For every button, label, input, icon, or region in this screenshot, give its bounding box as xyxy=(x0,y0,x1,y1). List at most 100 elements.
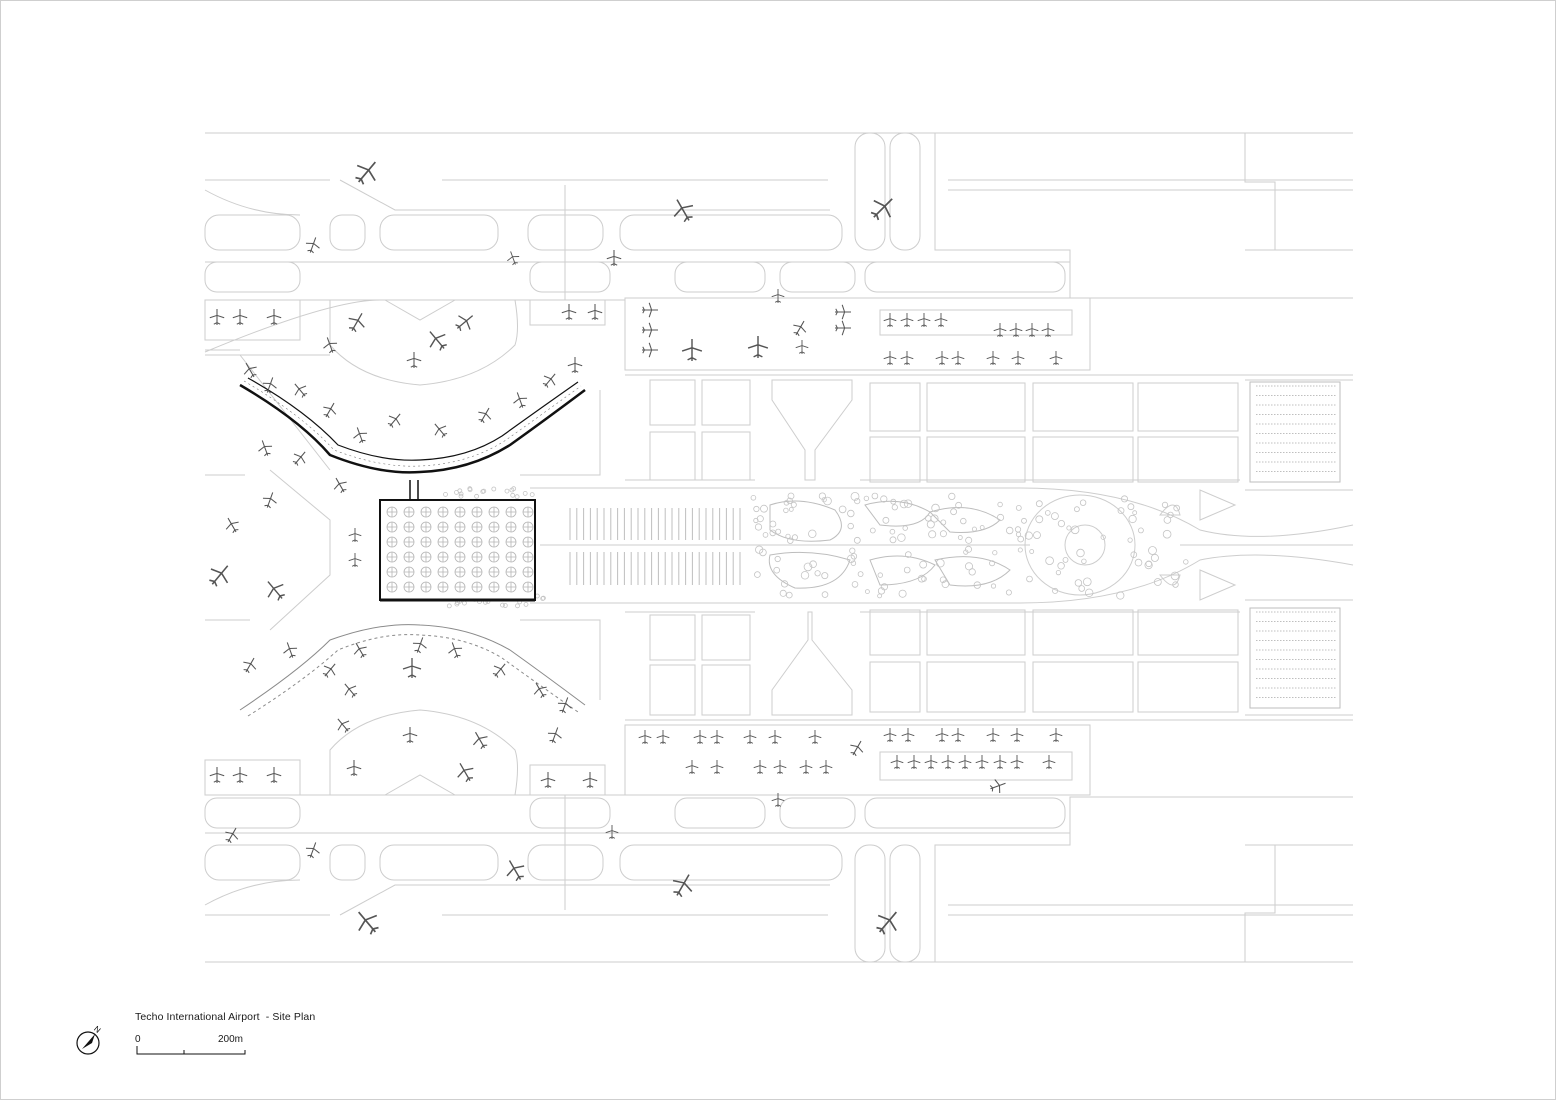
aircraft-icon xyxy=(958,755,972,769)
park-ponds xyxy=(768,500,1011,589)
aircraft-icon xyxy=(799,760,813,774)
aircraft-icon xyxy=(457,763,474,783)
aircraft-icon xyxy=(567,356,583,374)
park-trees xyxy=(443,486,1189,609)
aircraft-icon xyxy=(605,825,619,839)
scale-start-label: 0 xyxy=(135,1034,141,1045)
aircraft-icon xyxy=(209,766,225,784)
runway-network xyxy=(204,132,1353,963)
aircraft-icon xyxy=(768,730,782,744)
aircraft-icon xyxy=(243,362,257,379)
aircraft-icon xyxy=(387,413,401,428)
aircraft-icon xyxy=(353,642,367,659)
aircraft-icon xyxy=(693,730,707,744)
aircraft-icon xyxy=(561,303,577,321)
aircraft-icon xyxy=(681,338,703,362)
aircraft-icon xyxy=(641,342,659,358)
aircraft-icon xyxy=(901,728,915,742)
aircraft-icon xyxy=(975,755,989,769)
south-apron xyxy=(204,555,606,796)
aircraft-icon xyxy=(656,730,670,744)
aircraft-icon xyxy=(305,842,320,859)
aircraft-icon xyxy=(883,351,897,365)
aircraft-icon xyxy=(638,730,652,744)
aircraft-icon xyxy=(1010,728,1024,742)
aircraft-icon xyxy=(587,303,603,321)
aircraft-icon xyxy=(266,766,282,784)
aircraft-icon xyxy=(883,728,897,742)
aircraft-icon xyxy=(348,313,365,333)
scale-end-label: 200m xyxy=(218,1034,244,1045)
plan-title: Techo International Airport - Site Plan xyxy=(135,1011,316,1023)
aircraft-icon xyxy=(1041,323,1055,337)
north-pier xyxy=(239,377,586,474)
aircraft-icon xyxy=(283,642,298,659)
aircraft-icon xyxy=(989,779,1006,794)
aircraft-icon xyxy=(323,402,337,419)
aircraft-icon xyxy=(935,728,949,742)
aircraft-icon xyxy=(907,755,921,769)
aircraft-icon xyxy=(606,249,622,267)
aircraft-icon xyxy=(986,351,1000,365)
aircraft-icon xyxy=(472,731,488,750)
aircraft-icon xyxy=(412,637,427,654)
aircraft-icon xyxy=(793,320,807,337)
aircraft-icon xyxy=(951,351,965,365)
aircraft-icon xyxy=(986,728,1000,742)
aircraft-icon xyxy=(243,657,257,674)
aircraft-layer xyxy=(209,161,1063,935)
aircraft-icon xyxy=(941,755,955,769)
aircraft-icon xyxy=(773,760,787,774)
aircraft-icon xyxy=(455,315,474,332)
aircraft-icon xyxy=(402,726,418,744)
aircraft-icon xyxy=(406,351,422,369)
aircraft-icon xyxy=(1010,755,1024,769)
aircraft-icon xyxy=(1011,351,1025,365)
aircraft-icon xyxy=(747,335,769,359)
aircraft-icon xyxy=(333,477,347,494)
aircraft-icon xyxy=(225,827,239,844)
central-boulevard xyxy=(530,487,1354,604)
aircraft-icon xyxy=(710,730,724,744)
aircraft-icon xyxy=(323,337,338,354)
landside-blocks-north xyxy=(625,374,1353,491)
aircraft-icon xyxy=(448,642,463,659)
aircraft-icon xyxy=(355,161,377,185)
aircraft-icon xyxy=(834,304,852,320)
aircraft-icon xyxy=(641,302,659,318)
aircraft-icon xyxy=(209,308,225,326)
aircraft-icon xyxy=(434,423,448,438)
terminal-building xyxy=(379,480,536,602)
aircraft-icon xyxy=(890,755,904,769)
aircraft-icon xyxy=(771,289,785,303)
aircraft-icon xyxy=(819,760,833,774)
aircraft-icon xyxy=(346,759,362,777)
aircraft-icon xyxy=(753,760,767,774)
aircraft-icon xyxy=(262,377,277,394)
aircraft-icon xyxy=(710,760,724,774)
aircraft-icon xyxy=(507,251,520,266)
aircraft-icon xyxy=(353,427,368,444)
parking-rows xyxy=(569,385,1336,698)
aircraft-icon xyxy=(209,565,229,587)
aircraft-icon xyxy=(672,874,693,898)
north-letter: N xyxy=(92,1024,102,1035)
aircraft-icon xyxy=(795,340,809,354)
aircraft-icon xyxy=(540,771,556,789)
aircraft-icon xyxy=(258,440,273,457)
aircraft-icon xyxy=(808,730,822,744)
aircraft-icon xyxy=(322,663,336,678)
aircraft-icon xyxy=(641,322,659,338)
aircraft-icon xyxy=(1049,351,1063,365)
aircraft-icon xyxy=(225,517,239,534)
aircraft-icon xyxy=(294,383,308,398)
scale-bar xyxy=(136,1046,246,1055)
aircraft-icon xyxy=(513,392,528,409)
aircraft-icon xyxy=(542,373,556,388)
landside-blocks-south xyxy=(625,599,1353,721)
aircraft-icon xyxy=(876,911,898,935)
aircraft-icon xyxy=(685,760,699,774)
aircraft-icon xyxy=(337,718,351,733)
aircraft-icon xyxy=(547,727,562,744)
aircraft-icon xyxy=(267,581,285,601)
